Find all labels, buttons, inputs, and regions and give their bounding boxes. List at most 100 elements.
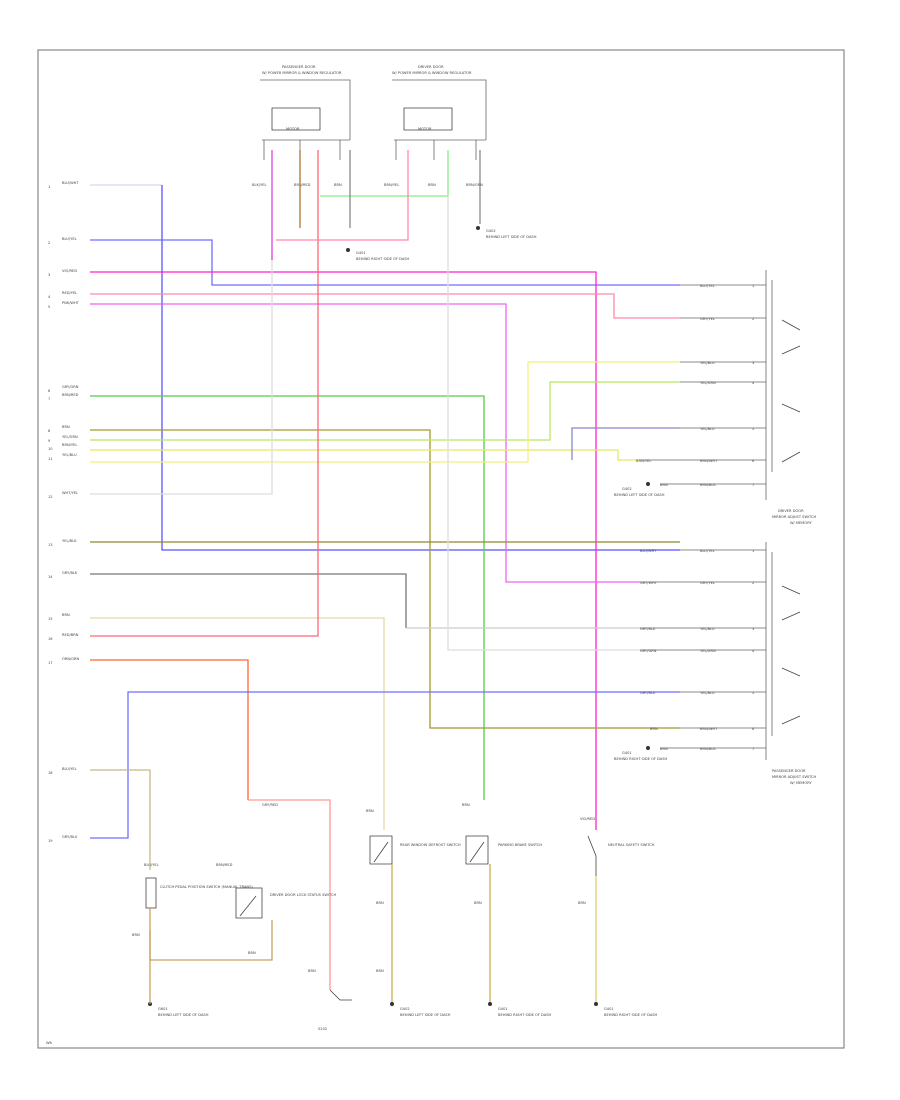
- right-pin-num: 6: [752, 727, 755, 731]
- right-component-name: PASSENGER DOOR: [772, 769, 806, 773]
- wire-yellow: [90, 449, 640, 461]
- misc-gry-red: GRY/RED: [262, 803, 278, 807]
- right-pin-right: YEL/BLU: [700, 361, 715, 365]
- left-pin-color: YEL/BLK: [62, 539, 77, 543]
- bottom-wire-label: BRN: [376, 901, 384, 905]
- footer-tag: W6: [46, 1041, 53, 1045]
- top-ground-desc: BEHIND RIGHT SIDE OF DASH: [356, 257, 409, 261]
- wire-pink: [90, 293, 680, 319]
- wire-grey: [90, 573, 407, 628]
- wire-top-pink: [276, 150, 409, 241]
- top-wire-label: BLK/YEL: [252, 183, 267, 187]
- right-pin-right: GRY/YEL: [700, 581, 715, 585]
- top-ground-desc: BEHIND LEFT SIDE OF DASH: [486, 235, 537, 239]
- left-pin-num: 11: [48, 457, 53, 461]
- bottom-component-door-lock: BRN/RED DRIVER DOOR LOCK STATUS SWITCH: [216, 863, 336, 919]
- top-component-sub: W/ POWER MIRROR & WINDOW REGULATOR: [392, 71, 472, 75]
- right-pin-num: 4: [752, 649, 755, 653]
- wire-violet: [90, 303, 640, 583]
- left-pin-num: 3: [48, 273, 50, 277]
- left-pin-color: GRY/GRN: [62, 385, 79, 389]
- right-pin-left: BRN/YEL: [636, 459, 651, 463]
- left-pin-color: BLU/YEL: [62, 767, 77, 771]
- wire-yel-grn: [90, 381, 680, 441]
- wire-blue-3: [90, 691, 680, 839]
- left-pin-color: RED/BRN: [62, 633, 79, 637]
- left-pin-color: BRN: [62, 613, 70, 617]
- wire-white: [90, 250, 273, 495]
- wire-blue-2: [90, 239, 680, 286]
- bottom-wire-label: BRN: [474, 901, 482, 905]
- right-ground-desc: BEHIND LEFT SIDE OF DASH: [614, 493, 665, 497]
- right-pin-left: BRN: [660, 747, 668, 751]
- wire-harness: [90, 150, 680, 990]
- left-pin-color: ORN/GRN: [62, 657, 80, 661]
- bottom-wire-label: BRN: [248, 951, 256, 955]
- bottom-component-neutral: VIO/RED NEUTRAL SAFETY SWITCH G401 BEHIN…: [580, 817, 657, 1017]
- left-pin-color: BLU/WHT: [62, 181, 79, 185]
- left-pin-num: 15: [48, 617, 53, 621]
- right-pin-left: GRY/GRN: [640, 649, 657, 653]
- left-pin-num: 16: [48, 637, 53, 641]
- top-component-driver: DRIVER DOOR W/ POWER MIRROR & WINDOW REG…: [392, 65, 487, 160]
- right-pin-num: 3: [752, 361, 754, 365]
- ground-dot: [476, 226, 480, 230]
- right-pin-left: BLU/WHT: [640, 549, 657, 553]
- right-pin-num: 7: [752, 483, 754, 487]
- right-pin-left: GRY/WHT: [640, 581, 658, 585]
- left-pin-color: PNK/WHT: [62, 301, 80, 305]
- bottom-ground-desc: BEHIND LEFT SIDE OF DASH: [400, 1013, 451, 1017]
- ground-dot: [646, 746, 650, 750]
- ground-dot: [346, 248, 350, 252]
- right-ground-label: G402: [622, 487, 632, 491]
- bottom-wire: VIO/RED: [580, 817, 595, 821]
- right-ground-label: G401: [622, 751, 632, 755]
- right-pins-upper: BLU/YEL 1 GRY/YEL 2 YEL/BLU 3 YEL/GRN 4 …: [636, 284, 766, 487]
- left-pin-color: BRN: [62, 425, 70, 429]
- left-pin-num: 13: [48, 543, 53, 547]
- top-wire-label: BRN: [334, 183, 342, 187]
- top-component-name: DRIVER DOOR: [418, 65, 444, 69]
- right-pin-left: BRN: [660, 483, 668, 487]
- left-pin-num: 1: [48, 185, 50, 189]
- right-pin-num: 2: [752, 581, 754, 585]
- left-pin-color: GRY/BLK: [62, 571, 78, 575]
- right-component-name: DRIVER DOOR: [778, 509, 804, 513]
- right-pin-num: 1: [752, 549, 754, 553]
- top-component-passenger: PASSENGER DOOR W/ POWER MIRROR & WINDOW …: [260, 65, 351, 160]
- left-pin-color: YEL/BLU: [62, 453, 77, 457]
- bottom-ground-desc: BEHIND RIGHT SIDE OF DASH: [604, 1013, 657, 1017]
- left-pin-num: 9: [48, 439, 51, 443]
- bottom-ground: G401: [604, 1007, 614, 1011]
- wire-blue: [161, 185, 680, 551]
- left-pin-num: 2: [48, 241, 50, 245]
- left-pin-num: 14: [48, 575, 53, 579]
- right-pin-num: 1: [752, 284, 754, 288]
- top-wire-label: BRN/YEL: [384, 183, 399, 187]
- right-pin-right: BLU/YEL: [700, 549, 715, 553]
- wire-orange: [90, 659, 249, 800]
- right-switch-upper: [765, 270, 801, 500]
- wire-grey-blu: [571, 427, 680, 460]
- bottom-ground-desc: BEHIND RIGHT SIDE OF DASH: [498, 1013, 551, 1017]
- bottom-component-clutch: BLU/YEL CLUTCH PEDAL POSITION SWITCH (MA…: [144, 863, 253, 1017]
- diagram-frame: [37, 49, 845, 1049]
- left-pin-color: GRY/BLU: [62, 835, 78, 839]
- top-motor-label: MOTOR: [418, 127, 432, 131]
- right-pin-num: 4: [752, 381, 755, 385]
- right-pin-left: GRY/BLU: [640, 627, 656, 631]
- right-pin-right: YEL/BLU: [700, 691, 715, 695]
- bottom-component-name: NEUTRAL SAFETY SWITCH: [608, 843, 655, 847]
- top-wire-label: BRN/RED: [294, 183, 311, 187]
- bottom-wire-label: BRN: [376, 969, 384, 973]
- wire-top-green: [320, 150, 449, 197]
- right-component-extra: W/ MEMORY: [790, 521, 812, 525]
- right-pin-left: BRN: [650, 727, 658, 731]
- bottom-wire-label: BRN: [132, 933, 140, 937]
- bottom-wire: BRN/RED: [216, 863, 233, 867]
- ground-dot: [646, 482, 650, 486]
- left-pin-color: BRN/RED: [62, 393, 79, 397]
- left-pin-color: VIO/RED: [62, 269, 77, 273]
- bottom-wire-label: BRN: [578, 901, 586, 905]
- right-pin-right: YEL/GRN: [700, 649, 716, 653]
